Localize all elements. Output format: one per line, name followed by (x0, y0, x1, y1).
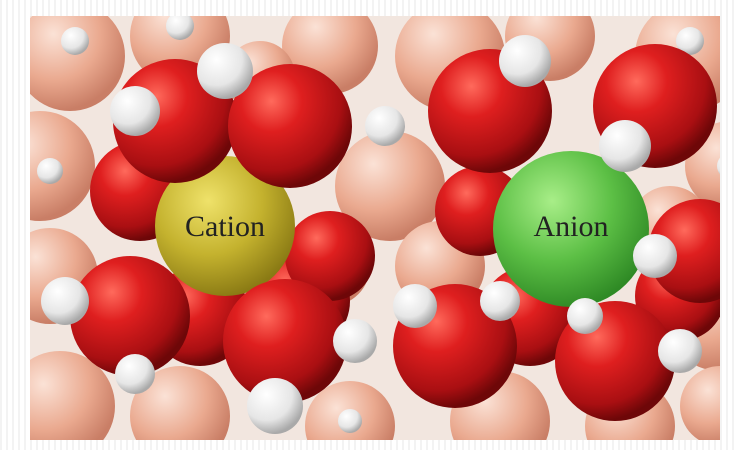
cation-label: Cation (185, 210, 265, 243)
anion-sphere (493, 151, 649, 307)
cation-hydration-shell (41, 43, 405, 434)
background-water-layer (30, 16, 720, 440)
cation-sphere (155, 156, 295, 296)
hydration-illustration: Cation Anion (30, 16, 720, 440)
molecular-scene: Cation Anion (30, 16, 720, 440)
anion-hydration-shell (393, 35, 720, 421)
anion-label: Anion (534, 210, 609, 243)
